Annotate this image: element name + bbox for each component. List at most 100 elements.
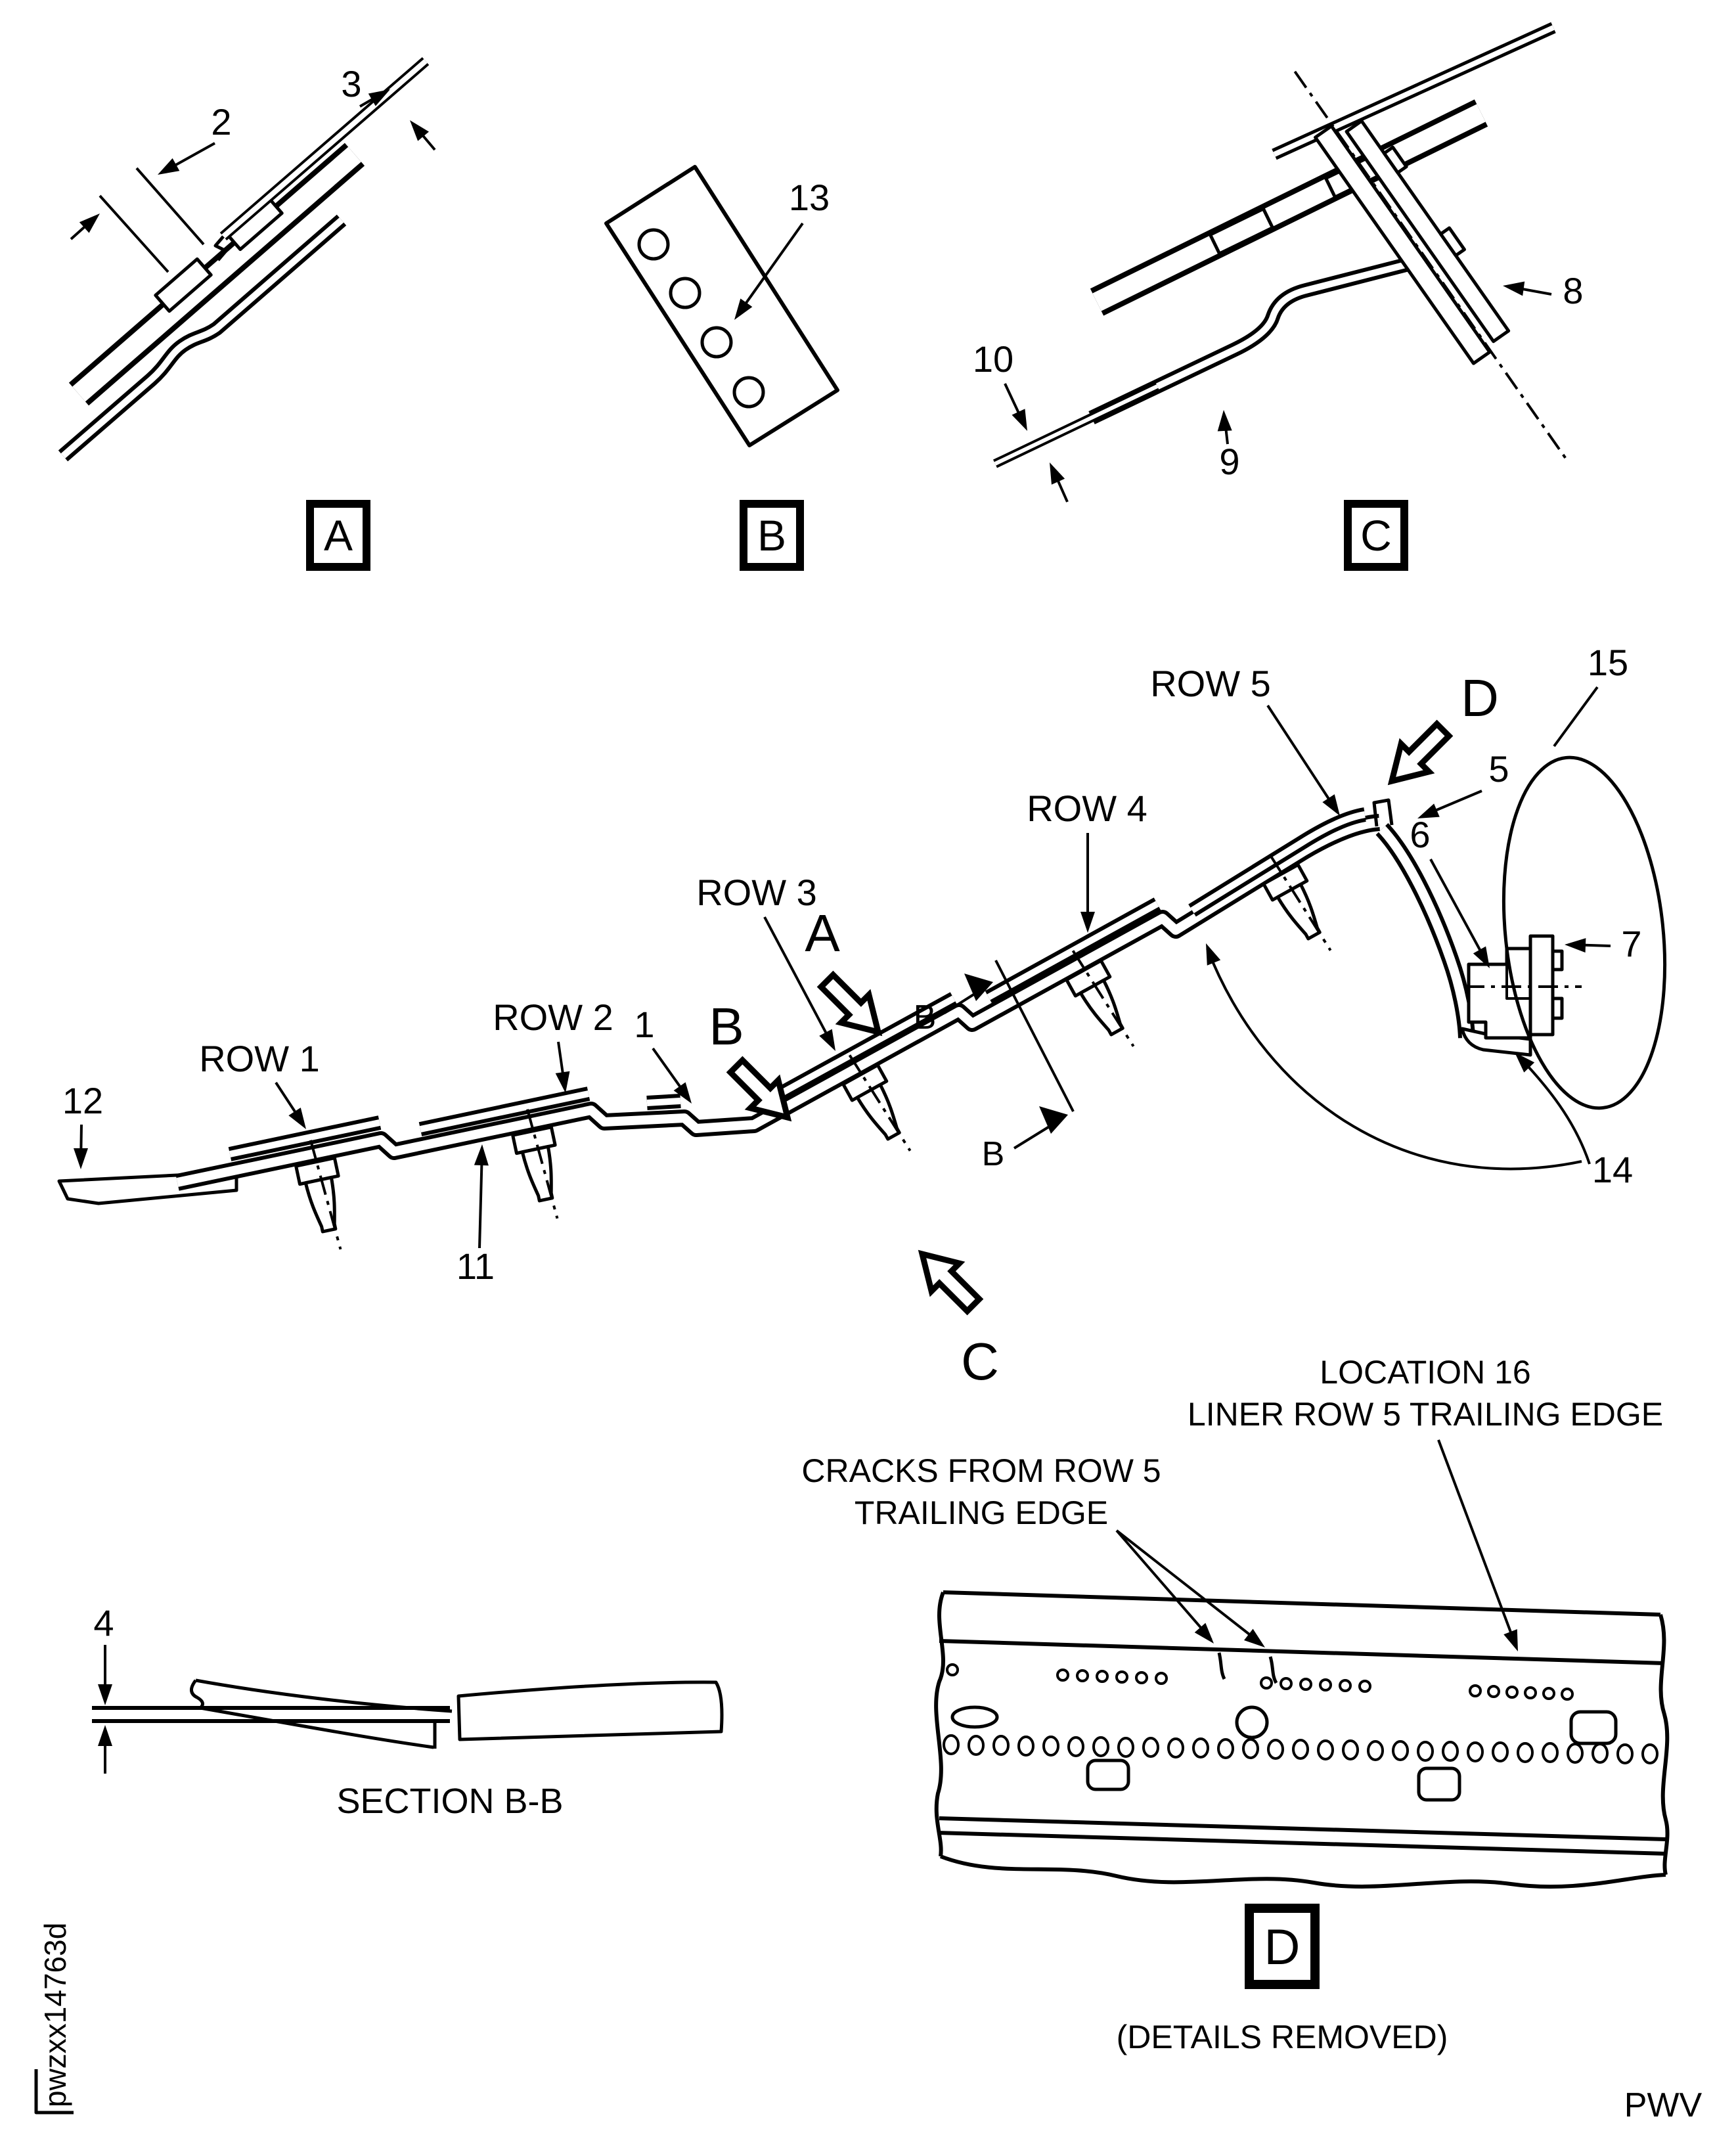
trailing-edge-wall	[1375, 823, 1475, 1039]
ellipse-hole-row	[943, 1734, 1658, 1764]
arrowhead-icon	[474, 1144, 489, 1166]
callout-14-leader-arc2	[1517, 1055, 1591, 1165]
detail-box-b	[740, 500, 804, 571]
upper-blade-edge	[195, 1678, 453, 1713]
bracket-step	[1505, 964, 1530, 1000]
cooling-hole	[669, 277, 701, 309]
section-cut-arrowhead-icon	[964, 974, 993, 1001]
arrowhead-icon	[1216, 409, 1232, 432]
section-bb-view: 4 SECTION B-B	[92, 1602, 724, 1821]
callout-4-label: 4	[93, 1602, 114, 1644]
cracks-leader-1	[1115, 1529, 1213, 1641]
callout-9-label: 9	[1219, 441, 1239, 482]
flange-tab	[1382, 145, 1408, 175]
inspection-zone-ellipse-15	[1502, 755, 1667, 1110]
callout-12-label: 12	[62, 1080, 103, 1121]
cooling-hole	[637, 228, 670, 261]
upper-sheet-core	[646, 1098, 681, 1106]
detail-box-a	[306, 500, 370, 571]
row-2-label: ROW 2	[493, 997, 613, 1038]
panel-bottom-line2	[937, 1831, 1668, 1856]
flange-plate	[1314, 124, 1492, 365]
cooling-hole	[732, 376, 765, 409]
detail-box-b-letter: B	[757, 511, 786, 560]
callout-2-label: 2	[211, 101, 231, 143]
section-bb-title: SECTION B-B	[336, 1781, 563, 1821]
detail-box-c	[1344, 500, 1408, 571]
callout-10-label: 10	[973, 338, 1013, 380]
upper-sheet-core	[419, 1090, 590, 1132]
arrowhead-icon	[1012, 409, 1034, 434]
callout-5-label: 5	[1488, 748, 1509, 790]
footer: pwzxx14763d PWV	[34, 1923, 1703, 2124]
dilution-hole	[1086, 1758, 1130, 1791]
arrowhead-icon	[1502, 279, 1525, 296]
callout-13-leader	[737, 222, 804, 315]
upper-sheet-core	[229, 1119, 381, 1157]
main-liner-view: ROW 1 ROW 2 ROW 3 ROW 4 ROW 5 12 11 1 5 …	[57, 642, 1667, 1391]
section-cut-line	[994, 960, 1075, 1112]
detail-box-c-letter: C	[1360, 511, 1392, 560]
view-direction-arrow-c-icon	[908, 1240, 987, 1319]
upper-sheet-core	[1190, 811, 1366, 914]
section-cut-label-bottom: B	[982, 1135, 1005, 1173]
arrowhead-icon	[154, 158, 180, 181]
panel-band-line	[939, 1639, 1665, 1665]
thin-strip-10-core	[994, 384, 1159, 466]
arrowhead-icon	[98, 1725, 112, 1746]
callout-15-label: 15	[1588, 642, 1628, 683]
arrowhead-icon	[819, 1029, 842, 1055]
row-3-leader	[763, 916, 834, 1046]
arrowhead-icon	[1564, 937, 1586, 953]
arrowhead-icon	[1199, 940, 1221, 966]
drawing-code: pwzxx14763d	[38, 1923, 72, 2107]
arrowhead-icon	[1194, 1623, 1220, 1649]
panel-bottom-line1	[939, 1816, 1666, 1841]
view-direction-arrow-d-icon	[1378, 716, 1457, 795]
arrowhead-icon	[1503, 1629, 1525, 1654]
dilution-hole	[1235, 1705, 1269, 1739]
callout-8-label: 8	[1563, 270, 1583, 311]
arrowhead-icon	[288, 1108, 313, 1133]
flange-plate	[1345, 119, 1511, 344]
detail-d-view: CRACKS FROM ROW 5 TRAILING EDGE LOCATION…	[801, 1354, 1670, 2055]
bracket-hardware	[1465, 934, 1582, 1040]
detail-a-view: 2 3	[58, 56, 436, 462]
view-arrow-a-label: A	[805, 904, 840, 962]
arrowhead-icon	[1080, 912, 1095, 933]
drawing-code-bracket	[34, 2069, 74, 2115]
callout-13-label: 13	[789, 177, 830, 218]
view-arrow-c-label: C	[961, 1332, 999, 1391]
trailing-edge-lip-5	[1372, 798, 1394, 827]
section-cut-label-top: B	[914, 998, 937, 1037]
dilution-hole	[1417, 1766, 1461, 1802]
row-5-label: ROW 5	[1150, 663, 1271, 704]
page-code: PWV	[1624, 2086, 1703, 2124]
location-leader	[1437, 1439, 1517, 1647]
panel-right-break-edge	[1658, 1614, 1670, 1875]
trailing-edge-wall-core	[1378, 826, 1471, 1039]
callout-14-label: 14	[1592, 1149, 1633, 1190]
panel-top-edge	[943, 1590, 1661, 1617]
cooling-hole	[700, 326, 733, 359]
callout-1-label: 1	[634, 1004, 654, 1045]
detail-box-d-letter: D	[1264, 1919, 1301, 1975]
panel-bottom-break-edge	[939, 1854, 1666, 1889]
blade-break-line	[190, 1679, 204, 1709]
liner-band-core	[176, 818, 1380, 1187]
bolt-centerline	[1293, 70, 1567, 460]
trailing-edge-foot	[1460, 1027, 1532, 1057]
upper-sheet-core	[780, 995, 956, 1096]
adjacent-blade	[456, 1680, 724, 1741]
detail-letter-boxes: A B C	[306, 500, 1408, 571]
arrowhead-icon	[1042, 459, 1065, 485]
rail-core	[1092, 104, 1486, 311]
details-removed-caption: (DETAILS REMOVED)	[1117, 2019, 1448, 2055]
flange-plates	[1293, 70, 1567, 460]
louver-patch-plate	[604, 165, 839, 447]
detail-b-view: 13	[604, 165, 839, 447]
panel-left-break-edge	[934, 1591, 945, 1857]
crack-mark	[1268, 1656, 1278, 1684]
thin-strip-core	[221, 58, 428, 239]
